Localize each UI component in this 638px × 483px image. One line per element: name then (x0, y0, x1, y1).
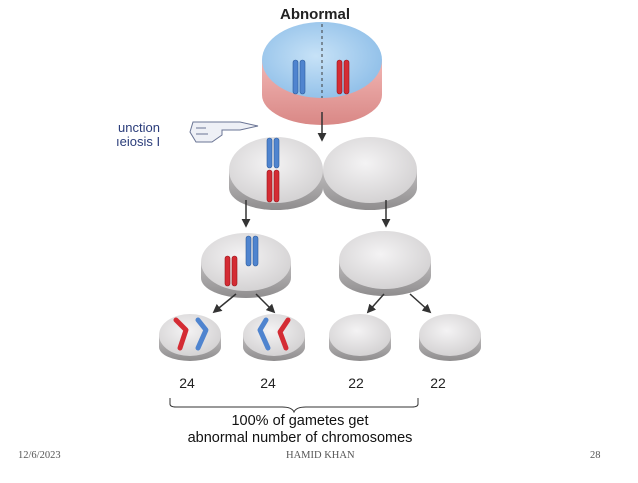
caption-line-2: abnormal number of chromosomes (187, 430, 413, 446)
gamete-2 (243, 314, 305, 361)
arrow-to-gamete-1 (212, 293, 237, 314)
gamete-4 (419, 314, 481, 361)
side-label-line-2: ıeiosis I (116, 134, 161, 149)
secondary-blue-chromosome (245, 235, 259, 267)
gamete-4-count: 22 (430, 375, 446, 391)
gamete-3 (329, 314, 391, 361)
footer-date: 12/6/2023 (18, 450, 61, 461)
secondary-red-chromosome (224, 255, 238, 287)
footer-author: HAMID KHAN (286, 450, 355, 461)
gamete-1-count: 24 (179, 375, 195, 391)
arrow-to-gamete-4 (409, 293, 432, 314)
secondary-cell-left (201, 233, 291, 298)
diagram-title: Abnormal (280, 6, 351, 23)
gamete-1-red-chromatid (173, 317, 189, 351)
gamete-3-count: 22 (348, 375, 364, 391)
parent-blue-chromosome (292, 59, 306, 95)
gamete-1-blue-chromatid (195, 317, 209, 351)
footer-page-number: 28 (590, 450, 601, 461)
gamete-2-red-chromatid (277, 317, 291, 351)
caption-line-1: 100% of gametes get (231, 413, 369, 429)
pointing-hand-icon (189, 121, 259, 143)
cell-blue-chromosome (266, 137, 280, 169)
gametes-bracket (169, 398, 419, 414)
arrow-to-gamete-2 (255, 293, 276, 314)
gamete-2-count: 24 (260, 375, 276, 391)
arrow-to-gamete-3 (366, 293, 385, 314)
gamete-1 (159, 314, 221, 361)
cell-red-chromosome (266, 169, 280, 203)
meiosis-i-dividing-cell (229, 137, 417, 210)
gamete-2-blue-chromatid (257, 317, 271, 351)
side-label-line-1: unction (118, 120, 160, 135)
parent-cell (262, 22, 382, 125)
secondary-cell-right (339, 231, 431, 296)
parent-red-chromosome (336, 59, 350, 95)
